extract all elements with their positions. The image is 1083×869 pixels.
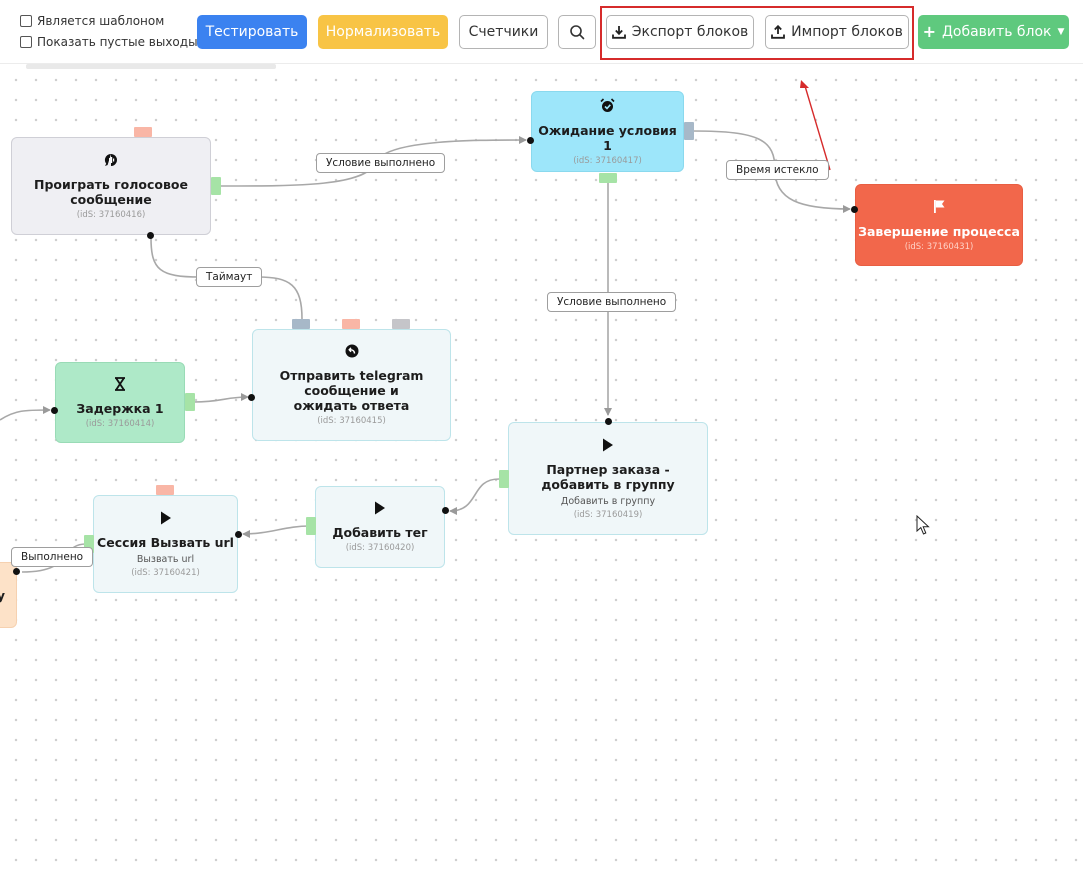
- node-title: у: [0, 587, 5, 603]
- node-ids: (idS: 37160417): [573, 155, 642, 166]
- port-right[interactable]: [185, 393, 195, 411]
- normalize-button[interactable]: Нормализовать: [318, 15, 448, 49]
- counters-button[interactable]: Счетчики: [459, 15, 548, 49]
- reply-circle-icon: [345, 344, 359, 362]
- connector-dot[interactable]: [851, 206, 858, 213]
- node-session-call-url[interactable]: Сессия Вызвать url Вызвать url (idS: 371…: [93, 495, 238, 593]
- edge-label-timeout[interactable]: Таймаут: [196, 267, 263, 287]
- node-telegram-message[interactable]: Отправить telegram сообщение и ожидать о…: [252, 329, 451, 441]
- edge-label-time-expired[interactable]: Время истекло: [726, 160, 829, 180]
- alarm-clock-icon: [600, 97, 615, 117]
- show-empty-checkbox[interactable]: [20, 36, 32, 48]
- port-left[interactable]: [84, 535, 94, 553]
- connector-dot[interactable]: [13, 568, 20, 575]
- toolbar: Является шаблоном Показать пустые выходы…: [0, 0, 1083, 64]
- edge-partner-to-tag: [449, 478, 500, 515]
- node-title: Задержка 1: [76, 400, 164, 416]
- annotation-red-arrow: [804, 85, 831, 171]
- node-ids: (idS: 37160420): [345, 543, 415, 553]
- mouse-cursor-icon: [916, 515, 930, 535]
- search-button[interactable]: [558, 15, 596, 49]
- template-checkbox-label: Является шаблоном: [37, 14, 165, 28]
- connector-dot[interactable]: [51, 407, 58, 414]
- import-blocks-label: Импорт блоков: [791, 24, 903, 40]
- test-button[interactable]: Тестировать: [197, 15, 307, 49]
- port-top[interactable]: [292, 319, 310, 329]
- node-ids: (idS: 37160419): [573, 509, 643, 520]
- node-ids: (idS: 37160414): [85, 418, 155, 429]
- node-ids: (idS: 37160416): [76, 209, 146, 220]
- port-left[interactable]: [499, 470, 509, 488]
- template-checkbox-row[interactable]: Является шаблоном: [20, 14, 164, 28]
- connector-dot[interactable]: [248, 394, 255, 401]
- node-ids: (idS: 37160431): [904, 241, 974, 252]
- node-ids: (idS: 37160415): [317, 416, 386, 426]
- node-add-tag[interactable]: Добавить тег (idS: 37160420): [315, 486, 445, 568]
- edge-into-delay: [0, 406, 51, 421]
- hourglass-icon: [114, 376, 126, 395]
- template-checkbox[interactable]: [20, 15, 32, 27]
- caret-down-icon: ▼: [1057, 27, 1065, 37]
- connector-dot[interactable]: [442, 507, 449, 514]
- voice-icon: [104, 153, 118, 171]
- add-block-label: Добавить блок: [941, 24, 1052, 40]
- export-blocks-button[interactable]: Экспорт блоков: [606, 15, 754, 49]
- port-right[interactable]: [684, 122, 694, 140]
- edge-tag-to-session: [242, 525, 311, 538]
- node-subtitle: Добавить в группу: [560, 495, 656, 507]
- node-finish-process[interactable]: Завершение процесса (idS: 37160431): [855, 184, 1023, 266]
- node-title: Завершение процесса: [858, 223, 1020, 239]
- add-block-button[interactable]: + Добавить блок ▼: [918, 15, 1069, 49]
- connector-dot[interactable]: [527, 137, 534, 144]
- node-voice-message[interactable]: Проиграть голосовое сообщение (idS: 3716…: [11, 137, 211, 235]
- highlight-frame: [600, 6, 914, 60]
- port-top[interactable]: [156, 485, 174, 495]
- node-partial-offscreen[interactable]: у: [0, 562, 17, 628]
- flag-icon: [932, 199, 946, 218]
- show-empty-checkbox-label: Показать пустые выходы: [37, 35, 198, 49]
- node-title: Отправить telegram сообщение и ожидать о…: [279, 368, 424, 413]
- search-icon: [570, 25, 585, 40]
- node-title: Проиграть голосовое сообщение: [33, 176, 188, 207]
- connector-dot[interactable]: [235, 531, 242, 538]
- plus-icon: +: [922, 22, 936, 41]
- node-subtitle: Вызвать url: [136, 553, 195, 565]
- node-ids: (idS: 37160421): [131, 567, 200, 578]
- port-right[interactable]: [211, 177, 221, 195]
- port-bottom[interactable]: [599, 173, 617, 183]
- connector-dot[interactable]: [147, 232, 154, 239]
- show-empty-checkbox-row[interactable]: Показать пустые выходы: [20, 35, 198, 49]
- node-title: Сессия Вызвать url: [97, 534, 234, 550]
- download-icon: [611, 26, 626, 39]
- edge-delay-to-telegram: [193, 393, 249, 403]
- port-top[interactable]: [342, 319, 360, 329]
- edge-label-done[interactable]: Выполнено: [11, 547, 94, 567]
- node-title: Ожидание условия 1: [538, 122, 677, 153]
- port-left[interactable]: [306, 517, 316, 535]
- play-icon: [160, 511, 172, 529]
- connector-dot[interactable]: [605, 418, 612, 425]
- node-delay[interactable]: Задержка 1 (idS: 37160414): [55, 362, 185, 443]
- port-top[interactable]: [134, 127, 152, 137]
- node-wait-condition[interactable]: Ожидание условия 1 (idS: 37160417): [531, 91, 684, 172]
- play-icon: [602, 438, 614, 456]
- export-blocks-label: Экспорт блоков: [631, 24, 749, 40]
- node-partner-add-group[interactable]: Партнер заказа - добавить в группу Добав…: [508, 422, 708, 535]
- node-title: Добавить тег: [332, 525, 428, 540]
- edge-label-condition-met[interactable]: Условие выполнено: [316, 153, 446, 173]
- import-blocks-button[interactable]: Импорт блоков: [765, 15, 909, 49]
- edge-label-condition-met[interactable]: Условие выполнено: [547, 292, 677, 312]
- annotation-red-arrowhead: [800, 80, 809, 88]
- node-title: Партнер заказа - добавить в группу: [541, 461, 675, 492]
- port-top[interactable]: [392, 319, 410, 329]
- upload-icon: [771, 25, 786, 39]
- play-icon: [374, 501, 386, 519]
- toolbar-scrollbar[interactable]: [26, 64, 276, 69]
